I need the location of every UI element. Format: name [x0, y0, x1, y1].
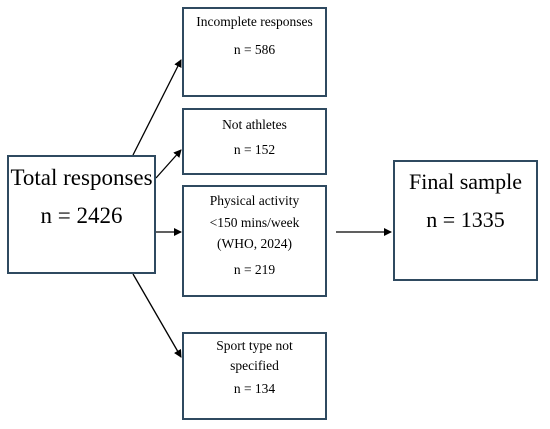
- not-athletes-count: n = 152: [233, 142, 276, 158]
- incomplete-responses-box: Incomplete responses n = 586: [182, 7, 327, 97]
- not-athletes-box: Not athletes n = 152: [182, 108, 327, 175]
- arrow-to-incomplete: [132, 59, 182, 156]
- incomplete-responses-count: n = 586: [233, 42, 276, 58]
- sport-type-label-line-1: Sport type not: [216, 338, 293, 353]
- total-responses-count: n = 2426: [40, 202, 123, 228]
- physical-activity-box: Physical activity <150 mins/week (WHO, 2…: [182, 185, 327, 297]
- incomplete-responses-label: Incomplete responses: [196, 14, 313, 29]
- arrow-to-sport-type: [132, 273, 182, 358]
- sport-type-box: Sport type not specified n = 134: [182, 332, 327, 420]
- final-sample-count: n = 1335: [426, 206, 505, 232]
- physical-activity-label-line-2: <150 mins/week: [209, 214, 300, 230]
- final-sample-label: Final sample: [408, 169, 523, 194]
- arrow-to-not-athletes: [155, 149, 182, 179]
- final-sample-box: Final sample n = 1335: [393, 160, 538, 281]
- physical-activity-label-line-1: Physical activity: [209, 193, 300, 208]
- sport-type-count: n = 134: [233, 381, 276, 397]
- physical-activity-label-line-3: (WHO, 2024): [217, 236, 292, 252]
- physical-activity-count: n = 219: [233, 261, 276, 277]
- total-responses-label: Total responses: [10, 165, 153, 190]
- total-responses-box: Total responses n = 2426: [7, 155, 156, 274]
- not-athletes-label: Not athletes: [222, 117, 287, 132]
- sport-type-label-line-2: specified: [230, 357, 279, 373]
